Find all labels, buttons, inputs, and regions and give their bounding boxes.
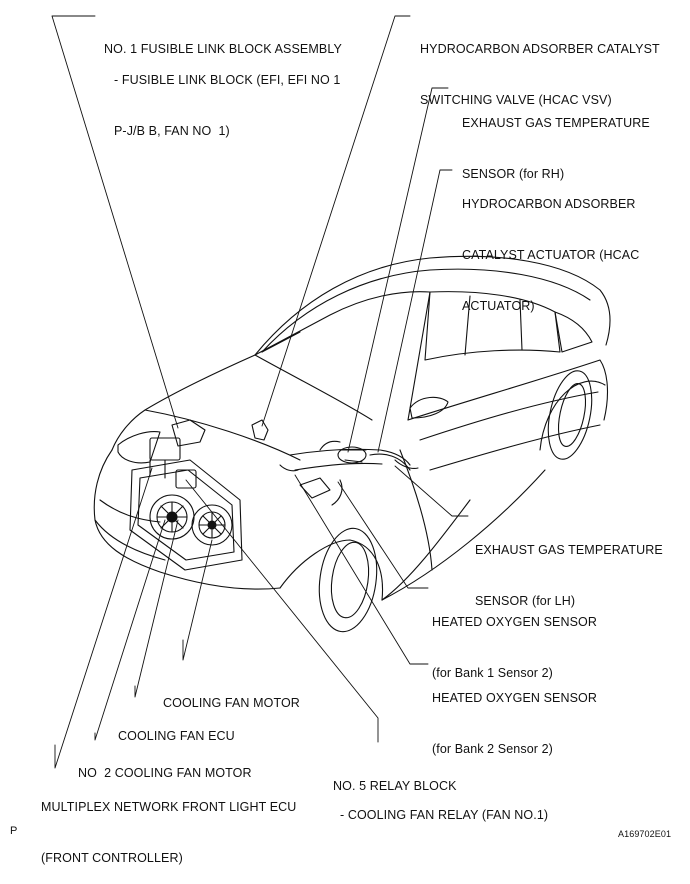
fusible-link-sub1: - FUSIBLE LINK BLOCK (EFI, EFI NO 1: [114, 73, 341, 87]
relay-block-sublabel: - COOLING FAN RELAY (FAN NO.1): [340, 773, 548, 841]
corner-left-label: P: [10, 825, 18, 837]
ho2-bank2-line1: HEATED OXYGEN SENSOR: [432, 691, 597, 705]
fusible-link-assembly-label: NO. 1 FUSIBLE LINK BLOCK ASSEMBLY: [104, 7, 342, 75]
no2-cooling-fan-motor-label: NO 2 COOLING FAN MOTOR: [78, 731, 252, 799]
multiplex-ecu-label: MULTIPLEX NETWORK FRONT LIGHT ECU (FRONT…: [41, 765, 296, 884]
exhaust-temp-lh-label: EXHAUST GAS TEMPERATURE SENSOR (for LH): [475, 508, 663, 627]
cooling-fan-motor-label: COOLING FAN MOTOR: [163, 661, 300, 729]
ho2-bank2-line2: (for Bank 2 Sensor 2): [432, 742, 553, 756]
hcac-actuator-line2: CATALYST ACTUATOR (HCAC: [462, 248, 640, 262]
leader-lines: [51, 15, 469, 769]
exhaust-temp-lh-line1: EXHAUST GAS TEMPERATURE: [475, 543, 663, 557]
hcac-vsv-line1: HYDROCARBON ADSORBER CATALYST: [420, 42, 660, 56]
exhaust-temp-rh-line2: SENSOR (for RH): [462, 167, 565, 181]
hcac-actuator-line3: ACTUATOR): [462, 299, 535, 313]
multiplex-ecu-line1: MULTIPLEX NETWORK FRONT LIGHT ECU: [41, 800, 297, 814]
multiplex-ecu-line2: (FRONT CONTROLLER): [41, 851, 183, 865]
ho2-bank1-label: HEATED OXYGEN SENSOR (for Bank 1 Sensor …: [432, 580, 597, 699]
car-outline: [93, 255, 611, 633]
cooling-fan-motor-line1: COOLING FAN MOTOR: [163, 696, 300, 710]
no2-cooling-fan-motor-line1: NO 2 COOLING FAN MOTOR: [78, 766, 252, 780]
fusible-link-sub2: P-J/B B, FAN NO 1): [114, 124, 230, 138]
hcac-vsv-line2: SWITCHING VALVE (HCAC VSV): [420, 93, 612, 107]
exhaust-temp-rh-label: EXHAUST GAS TEMPERATURE SENSOR (for RH): [462, 81, 650, 200]
exhaust-temp-lh-line2: SENSOR (for LH): [475, 594, 576, 608]
ho2-bank2-label: HEATED OXYGEN SENSOR (for Bank 2 Sensor …: [432, 656, 597, 775]
cooling-fan-ecu-line1: COOLING FAN ECU: [118, 729, 235, 743]
exhaust-temp-rh-line1: EXHAUST GAS TEMPERATURE: [462, 116, 650, 130]
ho2-bank1-line1: HEATED OXYGEN SENSOR: [432, 615, 597, 629]
cooling-assembly: [129, 419, 269, 571]
hcac-actuator-line1: HYDROCARBON ADSORBER: [462, 197, 636, 211]
fusible-link-assembly-title: NO. 1 FUSIBLE LINK BLOCK ASSEMBLY: [104, 42, 342, 56]
hcac-vsv-label: HYDROCARBON ADSORBER CATALYST SWITCHING …: [420, 7, 660, 126]
cooling-fan-ecu-label: COOLING FAN ECU: [118, 694, 235, 762]
hcac-actuator-label: HYDROCARBON ADSORBER CATALYST ACTUATOR (…: [462, 162, 639, 332]
vehicle-diagram: [51, 15, 611, 769]
fusible-link-block-sublabel: - FUSIBLE LINK BLOCK (EFI, EFI NO 1 P-J/…: [114, 38, 340, 157]
relay-block-label: NO. 5 RELAY BLOCK: [333, 744, 457, 812]
ho2-bank1-line2: (for Bank 1 Sensor 2): [432, 666, 553, 680]
exhaust-components: [279, 440, 419, 506]
relay-block-line2: - COOLING FAN RELAY (FAN NO.1): [340, 808, 549, 822]
figure-id: A169702E01: [618, 829, 672, 839]
relay-block-line1: NO. 5 RELAY BLOCK: [333, 779, 457, 793]
